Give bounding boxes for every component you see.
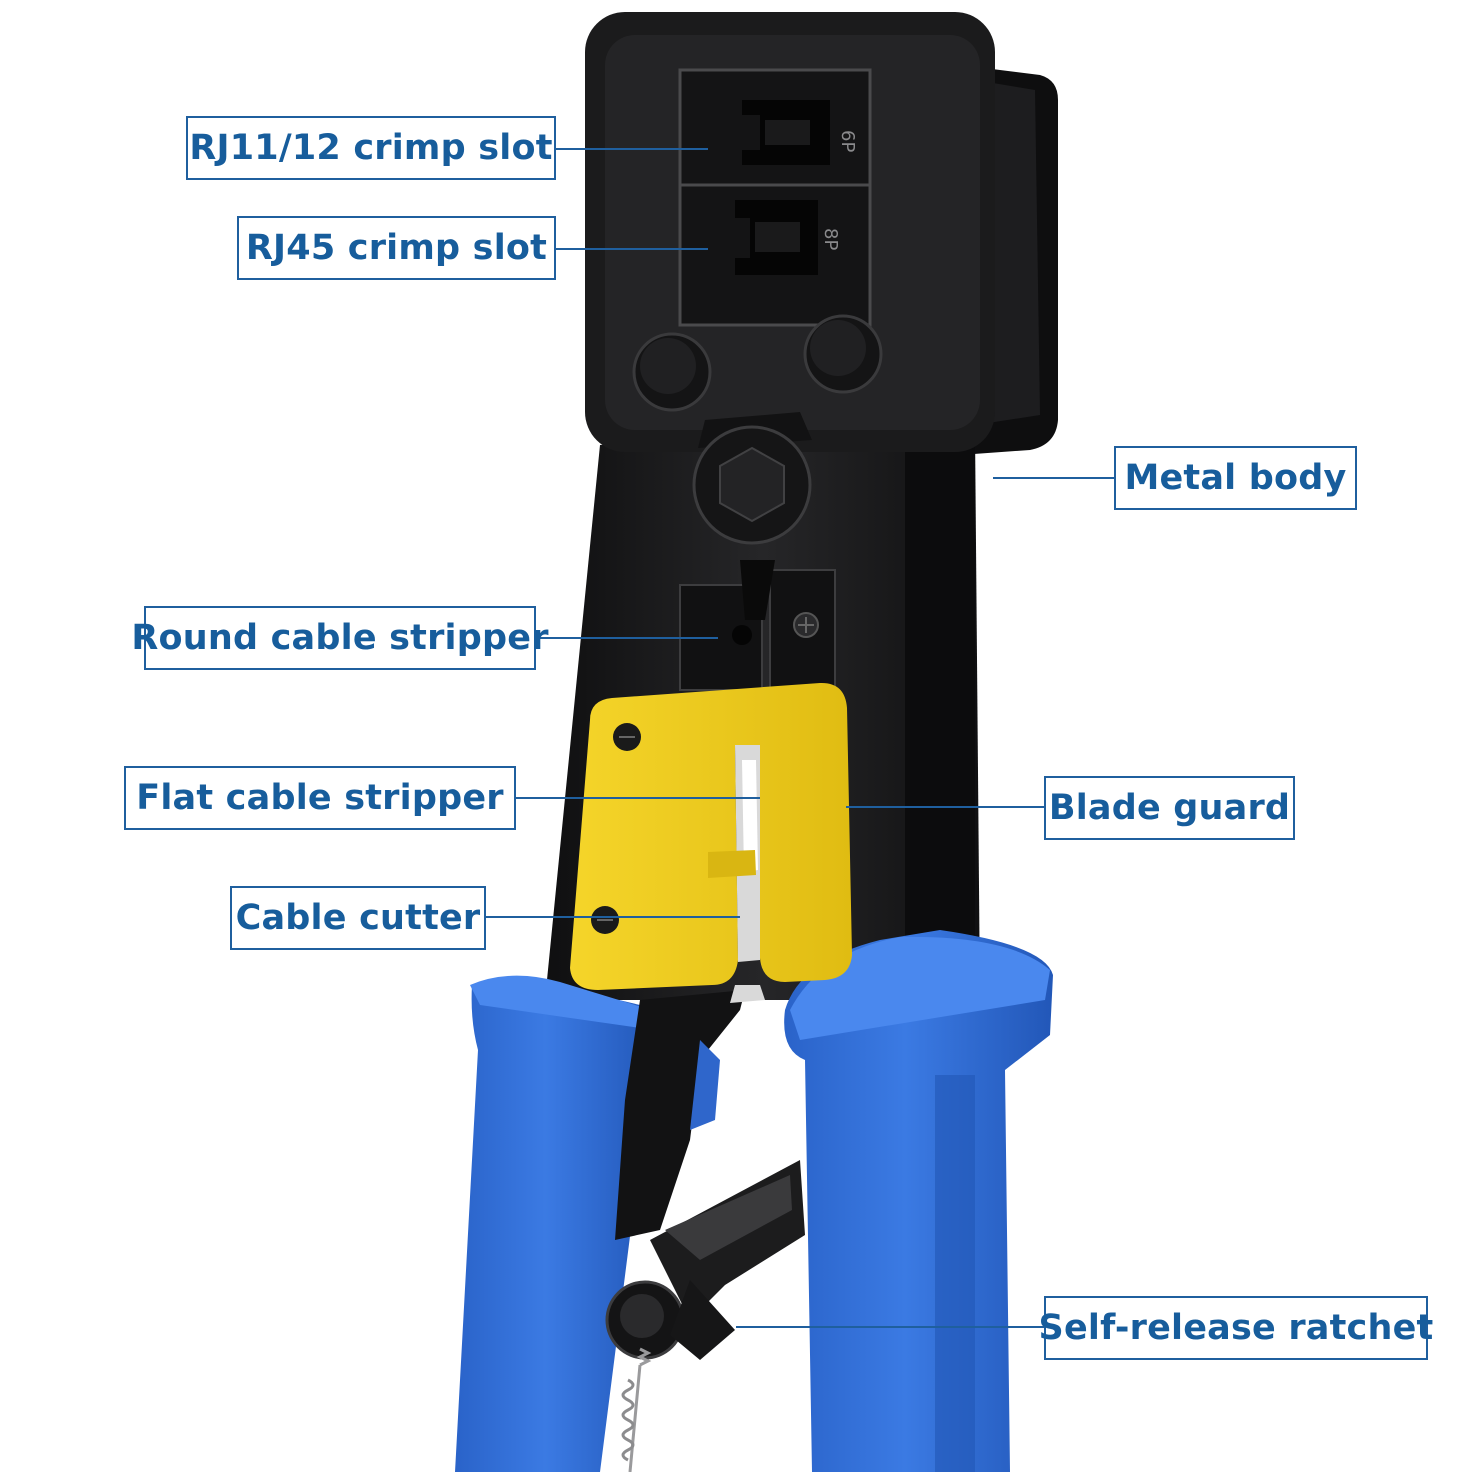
leader-flat-stripper [516,797,760,799]
leader-cable-cutter [486,916,740,918]
leader-round-stripper [536,637,718,639]
label-flat-cable-stripper: Flat cable stripper [124,766,516,830]
rj45-slot-icon [735,200,818,275]
blade-guard [570,682,852,990]
label-self-release-ratchet: Self-release ratchet [1039,1296,1433,1360]
label-rj45-crimp-slot: RJ45 crimp slot [237,216,556,280]
slot-mark-bottom: 8P [820,228,841,250]
leader-rj11 [556,148,708,150]
label-cable-cutter: Cable cutter [230,886,486,950]
inner-jaw [615,990,745,1240]
label-metal-body: Metal body [1114,446,1357,510]
leader-metal-body [993,477,1115,479]
leader-blade-guard [846,806,1044,808]
leader-rj45 [556,248,708,250]
label-rj11-crimp-slot: RJ11/12 crimp slot [186,116,556,180]
rj11-slot-icon [742,100,830,165]
slot-mark-top: 6P [837,130,858,152]
label-blade-guard: Blade guard [1044,776,1295,840]
ratchet-spring [628,1347,652,1472]
handle-left [455,978,656,1472]
leader-ratchet [736,1326,1045,1328]
handle-right [784,930,1053,1472]
label-round-cable-stripper: Round cable stripper [131,606,548,670]
